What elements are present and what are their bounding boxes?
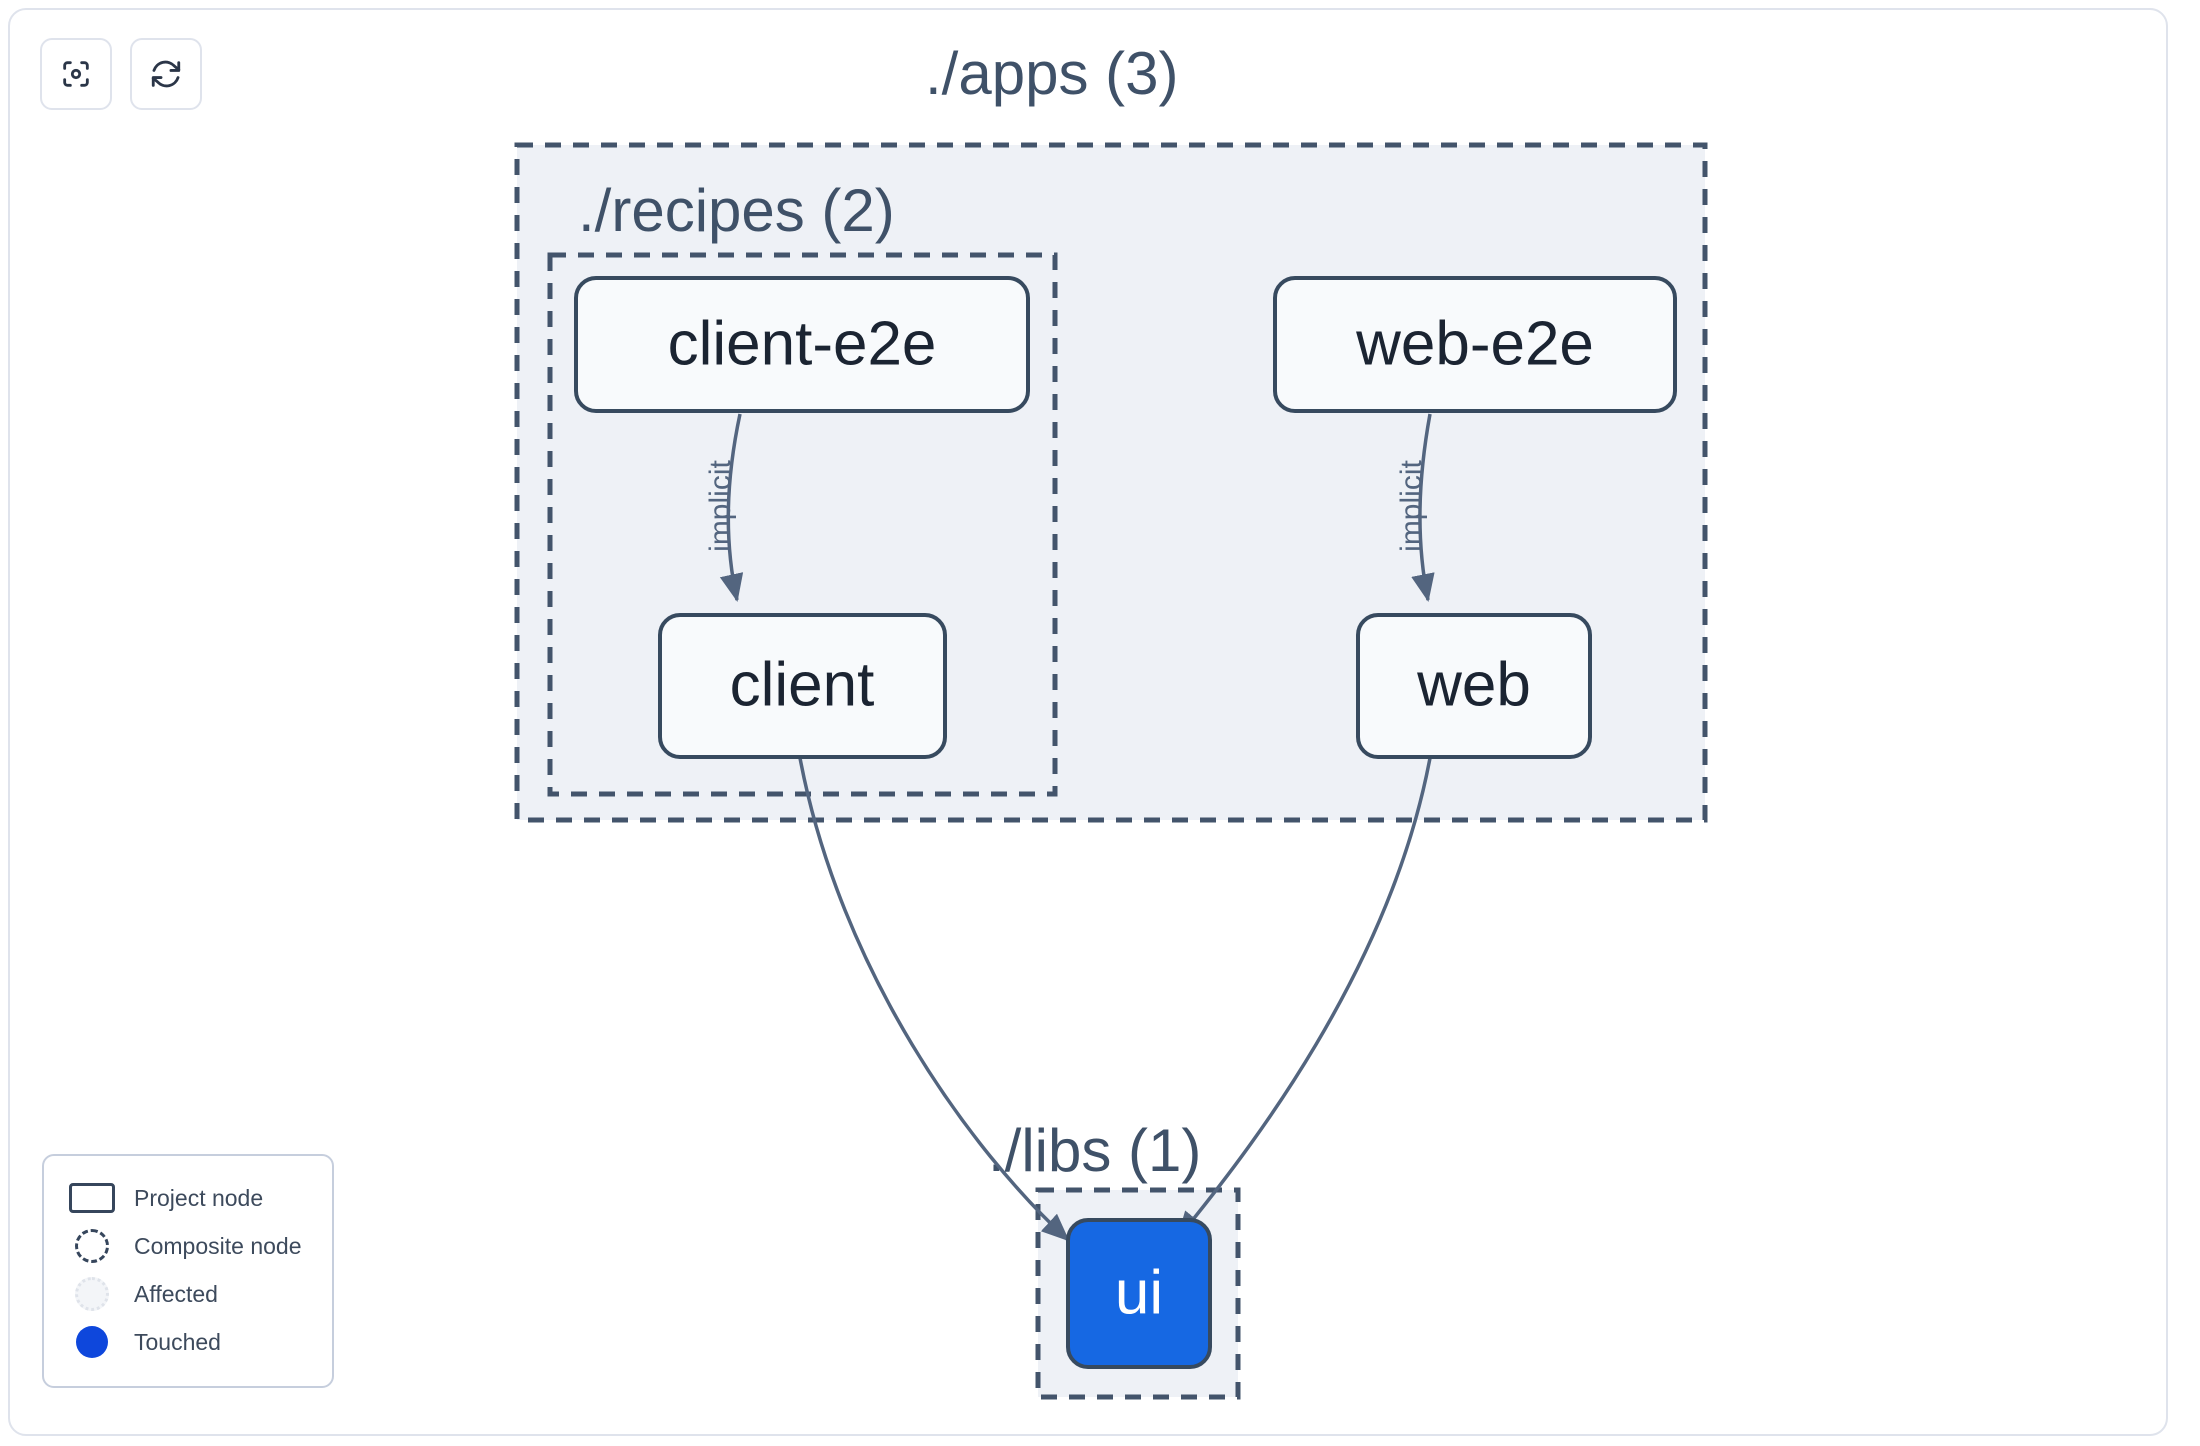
node-client-e2e-box[interactable] bbox=[574, 276, 1030, 413]
project-node-swatch bbox=[64, 1183, 120, 1213]
group-libs-label: ./libs (1) bbox=[988, 1117, 1201, 1184]
node-ui-box[interactable] bbox=[1066, 1218, 1212, 1369]
node-web-e2e-label: web-e2e bbox=[1355, 309, 1594, 378]
node-client-e2e[interactable]: client-e2e bbox=[574, 276, 1030, 413]
composite-node-swatch bbox=[64, 1229, 120, 1263]
legend-item-affected: Affected bbox=[64, 1270, 312, 1318]
legend-label-touched: Touched bbox=[134, 1328, 221, 1355]
edge-client-to-ui[interactable] bbox=[798, 757, 1070, 1242]
node-client-label: client bbox=[730, 650, 875, 719]
edge-client-e2e-to-client[interactable]: implicit bbox=[704, 413, 744, 603]
refresh-graph-button[interactable] bbox=[130, 38, 202, 110]
node-client[interactable]: client bbox=[658, 613, 947, 759]
group-apps-label: ./apps (3) bbox=[925, 40, 1178, 107]
group-recipes-label: ./recipes (2) bbox=[578, 177, 895, 244]
touched-swatch bbox=[64, 1326, 120, 1358]
edge-web-to-ui[interactable] bbox=[1176, 757, 1432, 1240]
legend-label-project-node: Project node bbox=[134, 1184, 264, 1211]
node-web[interactable]: web bbox=[1356, 613, 1592, 759]
node-web-label: web bbox=[1416, 650, 1531, 719]
affected-swatch bbox=[64, 1277, 120, 1311]
edge-label-implicit-web: implicit bbox=[1395, 460, 1428, 552]
graph-legend: Project node Composite node Affected Tou… bbox=[42, 1154, 334, 1388]
legend-label-composite-node: Composite node bbox=[134, 1232, 302, 1259]
refresh-sync-icon bbox=[149, 57, 183, 91]
legend-label-affected: Affected bbox=[134, 1280, 218, 1307]
focus-target-icon bbox=[59, 57, 93, 91]
node-client-box[interactable] bbox=[658, 613, 947, 759]
edge-path bbox=[719, 413, 744, 603]
legend-item-composite-node: Composite node bbox=[64, 1222, 312, 1270]
edge-path bbox=[798, 757, 1070, 1242]
legend-item-project-node: Project node bbox=[64, 1174, 312, 1222]
node-client-e2e-label: client-e2e bbox=[668, 309, 937, 378]
node-web-e2e-box[interactable] bbox=[1273, 276, 1677, 413]
edge-web-e2e-to-web[interactable]: implicit bbox=[1395, 413, 1435, 603]
focus-graph-button[interactable] bbox=[40, 38, 112, 110]
node-web-box[interactable] bbox=[1356, 613, 1592, 759]
edge-path bbox=[1411, 413, 1435, 603]
node-ui-label: ui bbox=[1115, 1258, 1163, 1327]
legend-item-touched: Touched bbox=[64, 1318, 312, 1366]
node-web-e2e[interactable]: web-e2e bbox=[1273, 276, 1677, 413]
graph-render-layer[interactable]: ./apps (3) ./recipes (2) ./libs (1) impl… bbox=[10, 10, 2168, 1436]
edge-label-implicit-client: implicit bbox=[704, 460, 737, 552]
edge-path bbox=[1176, 757, 1432, 1240]
graph-toolbar bbox=[40, 38, 202, 110]
project-graph-canvas[interactable]: ./apps (3) ./recipes (2) ./libs (1) impl… bbox=[8, 8, 2168, 1436]
node-ui[interactable]: ui bbox=[1066, 1218, 1212, 1369]
